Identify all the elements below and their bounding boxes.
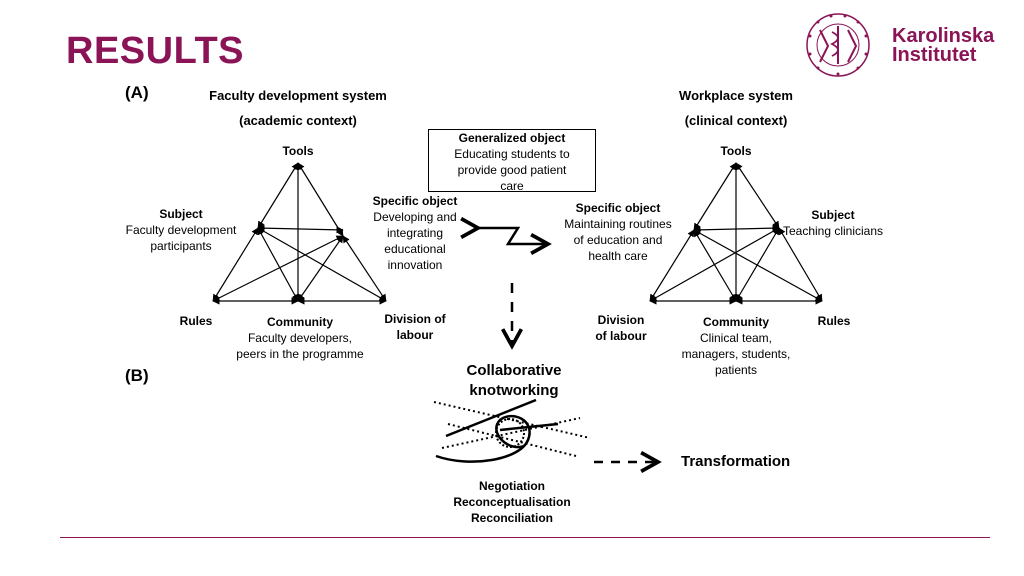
knot-icon <box>433 398 591 463</box>
left-community-node: Community Faculty developers, peers in t… <box>222 314 378 362</box>
right-object-node: Specific object Maintaining routines of … <box>552 200 684 264</box>
left-division-line: labour <box>396 328 434 342</box>
right-community-line: patients <box>714 363 758 377</box>
generalized-object-title: Generalized object <box>458 131 566 145</box>
process-item: Reconceptualisation <box>453 495 571 509</box>
left-subject-text: participants <box>150 239 212 253</box>
page-title: RESULTS <box>66 30 245 72</box>
left-object-line: Developing and <box>373 210 457 224</box>
collaborative-line: Collaborative <box>466 362 562 379</box>
footer-divider <box>60 537 990 538</box>
generalized-object-line: provide good patient <box>457 163 567 177</box>
left-object-line: educational <box>384 242 446 256</box>
left-subject-text: Faculty development <box>125 223 237 237</box>
left-object-line: integrating <box>386 226 444 240</box>
right-community-node: Community Clinical team, managers, stude… <box>668 314 804 378</box>
left-community-text: Faculty developers, <box>247 331 353 345</box>
right-subject-text: Teaching clinicians <box>782 224 884 238</box>
process-item: Negotiation <box>479 479 545 493</box>
right-division-line: of labour <box>595 329 647 343</box>
left-object-node: Specific object Developing and integrati… <box>356 193 474 273</box>
right-tools-label: Tools <box>720 144 752 158</box>
right-object-line: Maintaining routines <box>564 217 672 231</box>
right-subject-node: Subject Teaching clinicians <box>776 207 890 239</box>
right-community-title: Community <box>703 315 769 329</box>
left-subject-node: Subject Faculty development participants <box>118 206 244 254</box>
right-heading-1: Workplace system <box>679 88 793 103</box>
left-division-line: Division of <box>384 312 446 326</box>
right-division-line: Division <box>597 313 645 327</box>
transformation-label: Transformation <box>681 453 791 470</box>
right-object-line: of education and <box>573 233 663 247</box>
karolinska-seal-icon <box>798 12 878 78</box>
process-item: Reconciliation <box>470 511 553 525</box>
generalized-object-line: Educating students to <box>454 147 570 161</box>
logo-name-line1: Karolinska <box>892 25 995 47</box>
logo-name: Karolinska Institutet <box>892 25 995 66</box>
left-triangle-arrows <box>212 162 387 305</box>
generalized-object-line: care <box>500 179 524 193</box>
left-heading-2: (academic context) <box>239 113 357 128</box>
logo-name-line2: Institutet <box>892 44 977 66</box>
left-subject-title: Subject <box>159 207 203 221</box>
collaborative-knotworking-label: Collaborative knotworking <box>444 361 584 401</box>
left-community-text: peers in the programme <box>236 347 364 361</box>
part-b-label: (B) <box>125 366 149 385</box>
left-division-label: Division of labour <box>376 311 454 343</box>
part-a-label: (A) <box>125 83 149 102</box>
right-division-label: Division of labour <box>588 312 654 344</box>
left-object-line: innovation <box>387 258 443 272</box>
right-community-line: managers, students, <box>681 347 791 361</box>
collaborative-line: knotworking <box>469 382 559 399</box>
right-subject-title: Subject <box>811 208 855 222</box>
left-community-title: Community <box>267 315 333 329</box>
right-community-line: Clinical team, <box>699 331 773 345</box>
right-rules-label: Rules <box>817 314 851 328</box>
left-heading-1: Faculty development system <box>209 88 387 103</box>
left-rules-label: Rules <box>179 314 213 328</box>
left-tools-label: Tools <box>282 144 314 158</box>
right-triangle-arrows <box>649 162 823 305</box>
right-object-title: Specific object <box>575 201 661 215</box>
left-object-title: Specific object <box>372 194 458 208</box>
processes-list: Negotiation Reconceptualisation Reconcil… <box>432 478 592 526</box>
object-zigzag-arrow <box>478 228 548 244</box>
generalized-object-box: Generalized object Educating students to… <box>428 129 596 193</box>
right-object-line: health care <box>588 249 648 263</box>
right-heading-2: (clinical context) <box>684 113 788 128</box>
